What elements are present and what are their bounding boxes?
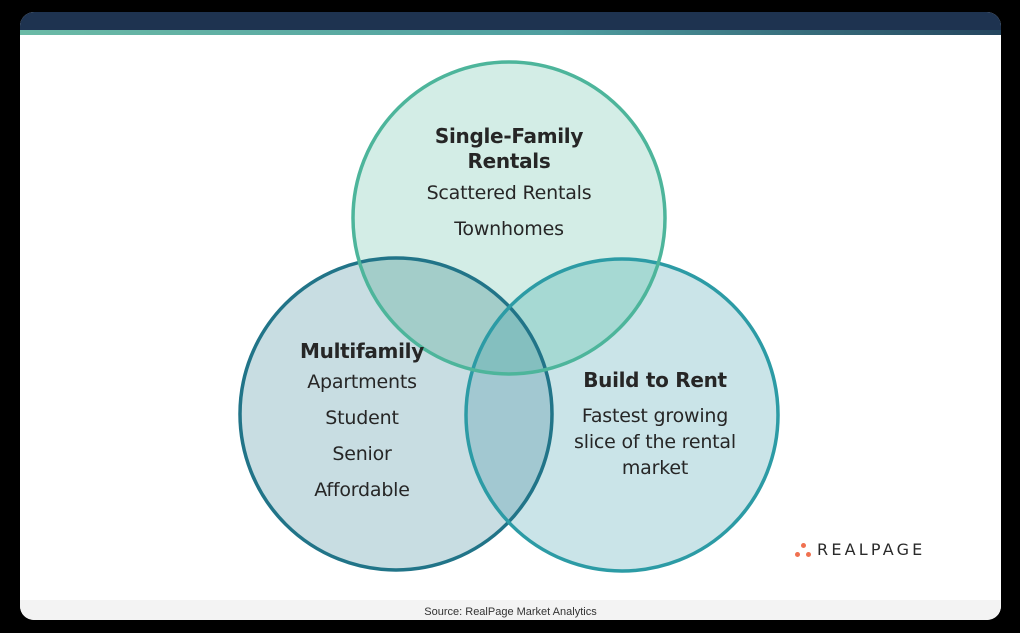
btr-desc-line-2: slice of the rental: [574, 431, 736, 453]
venn-diagram: [238, 60, 780, 573]
btr-desc-line-1: Fastest growing: [581, 405, 729, 427]
label-single-family-rentals: Single-Family Rentals Scattered Rentals …: [389, 124, 629, 247]
realpage-wordmark: REALPAGE: [817, 540, 926, 559]
sfr-title-line-2: Rentals: [467, 149, 551, 173]
source-note: Source: RealPage Market Analytics: [424, 606, 597, 618]
sfr-title-line-1: Single-Family: [434, 124, 584, 148]
btr-desc-line-3: market: [621, 457, 689, 479]
label-multifamily: Multifamily Apartments Student Senior Af…: [272, 339, 452, 508]
header-accent-stripe: [20, 30, 1001, 35]
multifamily-item-senior: Senior: [332, 443, 392, 465]
outline-single-family-rentals: [351, 60, 667, 376]
label-build-to-rent: Build to Rent Fastest growing slice of t…: [550, 368, 760, 481]
header-bar: [20, 12, 1001, 30]
overlap-sfr-multifamily: [353, 258, 552, 374]
outline-multifamily: [238, 256, 554, 572]
multifamily-item-student: Student: [325, 407, 399, 429]
realpage-dots-icon: [793, 541, 815, 559]
outline-build-to-rent: [464, 257, 780, 573]
slide: Single-Family Rentals Scattered Rentals …: [20, 12, 1001, 620]
sfr-item-townhomes: Townhomes: [454, 218, 564, 240]
overlap-sfr-btr: [466, 259, 665, 374]
btr-title: Build to Rent: [583, 368, 727, 392]
sfr-item-scattered-rentals: Scattered Rentals: [426, 182, 592, 204]
multifamily-item-affordable: Affordable: [314, 479, 410, 501]
multifamily-item-apartments: Apartments: [307, 371, 417, 393]
multifamily-title: Multifamily: [300, 339, 424, 363]
footer-bar: [20, 600, 1001, 620]
realpage-logo: REALPAGE: [793, 540, 925, 559]
